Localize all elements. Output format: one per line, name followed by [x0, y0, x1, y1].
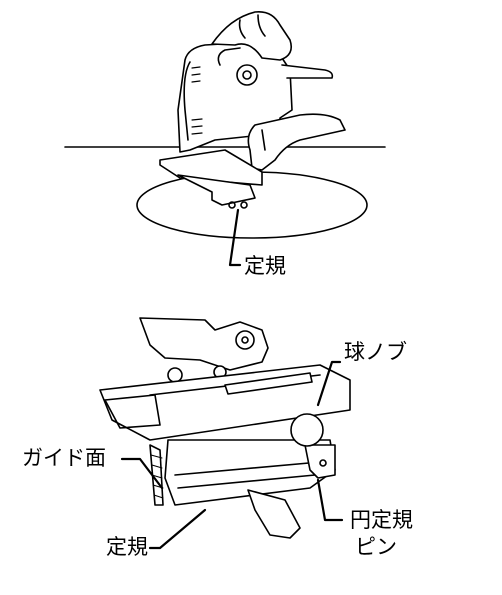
ruler-frame-rail-2 — [177, 474, 316, 489]
top-ruler-bar — [177, 174, 256, 206]
base-slot — [224, 372, 313, 395]
top-hand-finger — [238, 19, 246, 39]
top-ruler-pin — [228, 201, 236, 209]
top-hand — [211, 10, 293, 61]
speed-dial-center — [242, 70, 252, 80]
bottom-ruler-label: 定規 — [106, 535, 148, 559]
lower-hand-thumb — [261, 129, 266, 151]
pin-leader — [316, 478, 344, 522]
circle-ruler-pin-label-line1: 円定規 — [350, 508, 413, 532]
bottom-figure-jigsaw-underside — [99, 317, 351, 550]
lower-hand — [247, 113, 346, 171]
jigsaw-vents — [191, 66, 203, 135]
bottom-dial — [235, 330, 255, 350]
guide-face-leader — [120, 457, 164, 490]
top-ruler-label: 定規 — [244, 254, 286, 278]
top-hand-finger-2 — [257, 14, 266, 37]
ball-knob — [290, 413, 324, 447]
power-cord — [281, 64, 334, 79]
ruler-leader — [148, 508, 207, 550]
ball-knob-label: 球ノブ — [344, 340, 407, 364]
circle-ruler-frame — [164, 439, 336, 506]
bottom-dial-center — [241, 336, 249, 344]
jigsaw-housing-curve — [183, 61, 191, 141]
circle-ruler-pin — [319, 459, 327, 467]
top-figure-jigsaw — [64, 10, 386, 267]
guide-roller — [167, 367, 183, 383]
base-plate-front — [104, 394, 161, 429]
bottom-jigsaw-body — [139, 317, 269, 371]
speed-dial — [236, 64, 258, 86]
circle-ruler-pin-label-line2: ピン — [355, 535, 397, 559]
ball-knob-leader — [316, 360, 342, 407]
ruler-frame-rail — [174, 461, 321, 476]
guide-face-label: ガイド面 — [22, 446, 106, 470]
top-ruler-pin-2 — [240, 201, 248, 209]
top-callout-leader — [228, 208, 242, 267]
top-hand-left — [217, 47, 241, 66]
ruler-arm — [247, 489, 301, 539]
